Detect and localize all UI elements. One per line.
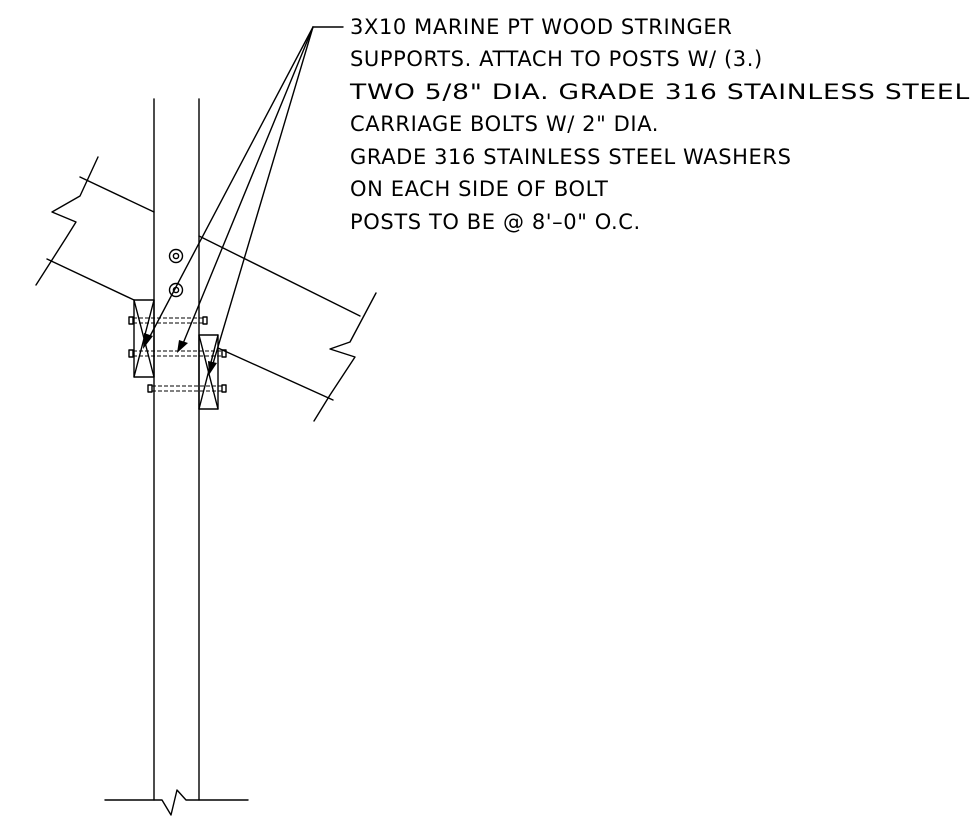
arrowhead-bolt	[177, 340, 188, 353]
bolt-1-nut-right	[202, 316, 208, 325]
bolt-2-nut-right	[221, 349, 227, 358]
arrowhead-right-block	[208, 361, 217, 375]
upper-stringer-bottom-edge	[46, 258, 135, 301]
left-block-outline	[133, 299, 155, 378]
lower-stringer	[198, 235, 377, 422]
note-line-2: SUPPORTS. ATTACH TO POSTS W/ (3.)	[350, 47, 763, 71]
lower-stringer-break-line	[313, 292, 377, 422]
lower-stringer-bottom-edge	[217, 347, 334, 401]
bolt-head-symbols	[168, 248, 184, 298]
bolt-head-upper-inner	[172, 252, 180, 260]
upper-stringer	[35, 156, 155, 301]
note-line-4: CARRIAGE BOLTS W/ 2" DIA.	[350, 112, 659, 136]
bolt-2-nut-left	[128, 349, 134, 358]
bolt-head-upper	[168, 248, 184, 264]
post-break-line	[104, 789, 249, 816]
note-line-6: ON EACH SIDE OF BOLT	[350, 177, 608, 201]
bolt-3-nut-left	[147, 384, 153, 393]
callout-note: 3X10 MARINE PT WOOD STRINGER SUPPORTS. A…	[349, 15, 970, 234]
lower-stringer-top-edge	[198, 235, 361, 317]
right-block-outline	[198, 334, 219, 410]
leader-to-bolt	[181, 26, 314, 347]
bolt-3	[147, 384, 227, 393]
bolt-head-lower	[168, 282, 184, 298]
note-line-5: GRADE 316 STAINLESS STEEL WASHERS	[350, 145, 792, 169]
leader-to-left-block	[147, 26, 314, 341]
leader-to-right-block	[211, 26, 314, 368]
upper-stringer-top-edge	[79, 176, 155, 213]
bolt-3-nut-right	[221, 384, 227, 393]
bolt-1	[128, 316, 208, 325]
note-line-3: TWO 5/8" DIA. GRADE 316 STAINLESS STEEL	[349, 80, 970, 104]
bolt-1-nut-left	[128, 316, 134, 325]
wood-post	[104, 98, 249, 816]
note-line-7: POSTS TO BE @ 8'–0" O.C.	[350, 210, 641, 234]
note-line-1: 3X10 MARINE PT WOOD STRINGER	[350, 15, 733, 39]
upper-stringer-break-line	[35, 156, 99, 286]
note-leaders	[143, 26, 344, 375]
right-block-x-2	[198, 334, 219, 410]
right-support-block	[198, 334, 219, 410]
arrowhead-left-block	[143, 333, 153, 349]
